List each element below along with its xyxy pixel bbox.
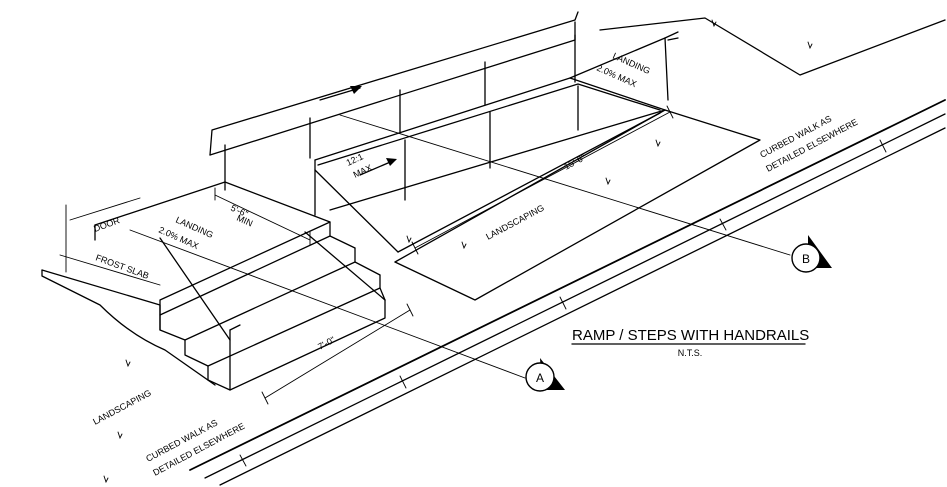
curbed-walk-lines [189, 99, 946, 486]
landscaping-left-label: LANDSCAPING [91, 388, 153, 427]
top-landing [569, 17, 946, 101]
steps-width-dim: 7'-0" [316, 335, 337, 352]
dimension-lines [214, 105, 674, 405]
ramp-length-dim: 15'-6" [562, 152, 587, 172]
drawing-title: RAMP / STEPS WITH HANDRAILS [572, 327, 809, 344]
steps [159, 221, 386, 391]
section-marker-a: A [525, 358, 565, 392]
frost-slab-outline [41, 204, 216, 386]
landscaping-center-label: LANDSCAPING [484, 203, 546, 242]
section-marker-b: B [791, 235, 832, 273]
ramp-slope-label-line2: MAX [352, 163, 374, 180]
drawing-subtitle: N.T.S. [678, 348, 703, 358]
frost-slab-label: FROST SLAB [94, 252, 150, 281]
landing-width-dim-line2: MIN [235, 213, 254, 229]
section-a-label: A [536, 371, 544, 385]
section-cut-lines [129, 114, 791, 379]
front-handrail [317, 83, 661, 201]
ramp [314, 77, 761, 301]
section-b-label: B [802, 252, 810, 266]
slope-arrow [319, 86, 397, 176]
landscaping-marks [103, 19, 813, 484]
back-handrail [209, 11, 579, 191]
door-label: DOOR [92, 215, 121, 234]
